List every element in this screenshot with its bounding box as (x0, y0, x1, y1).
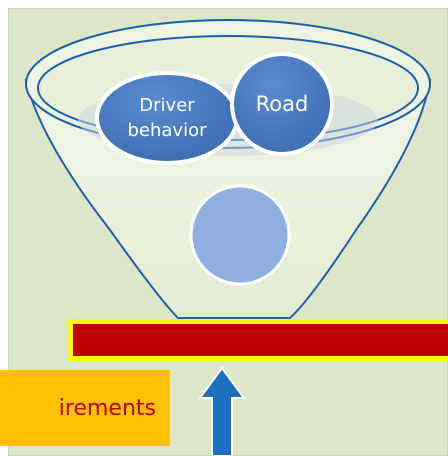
bubble-driver-behavior-shape (95, 71, 239, 165)
bubble-road-shape (230, 52, 334, 156)
up-arrow-icon (198, 366, 246, 456)
bubble-driver-behavior-line1: Driver (139, 95, 195, 116)
output-bar (68, 319, 448, 361)
bubble-empty (189, 184, 291, 286)
requirements-label-box: irements (0, 370, 170, 446)
bubble-driver-behavior-line2: behavior (127, 120, 207, 141)
bubble-driver-behavior: Driver behavior (95, 71, 239, 165)
bubble-road: Road (230, 52, 334, 156)
bubble-road-label: Road (256, 92, 309, 116)
requirements-label: irements (58, 395, 156, 421)
